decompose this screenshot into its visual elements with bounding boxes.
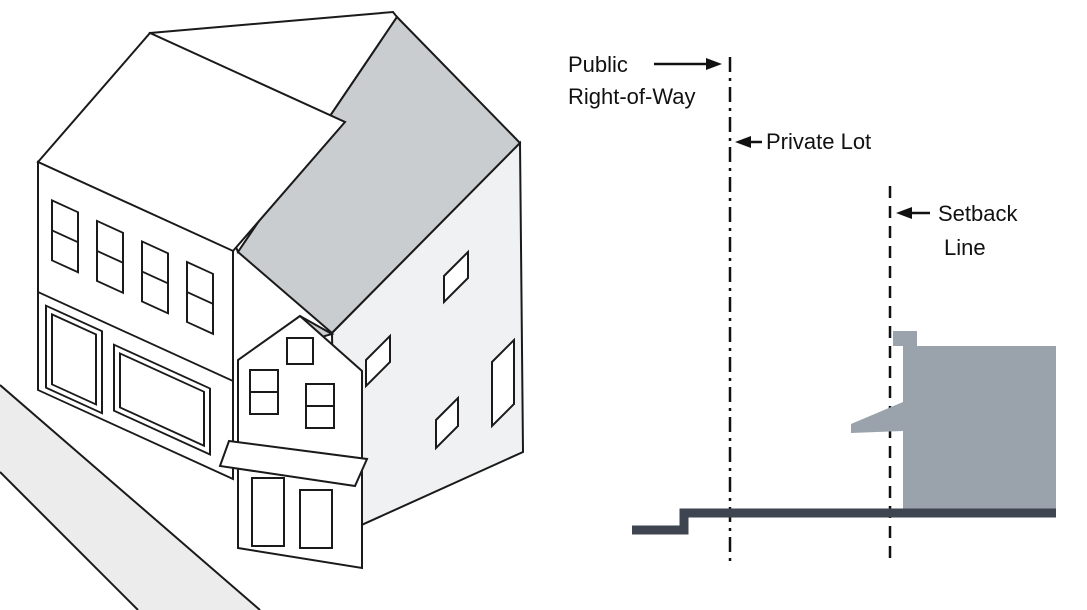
display-window-inner — [119, 351, 205, 448]
upper-window-sash — [52, 229, 78, 244]
storefront-facade — [37, 160, 234, 481]
side-wall-window — [443, 249, 469, 305]
public-row-label-line2: Right-of-Way — [568, 84, 696, 109]
upper-window-sash — [187, 290, 213, 305]
storefront-floor-divider — [38, 291, 233, 382]
building-awning — [851, 402, 903, 433]
upper-window-sash — [97, 249, 123, 264]
house-door — [251, 477, 285, 547]
side-wall-door — [491, 337, 515, 429]
arrow-right-icon — [706, 58, 722, 70]
isometric-illustration — [0, 10, 525, 610]
side-wall-window — [435, 395, 459, 451]
private-lot-label: Private Lot — [766, 129, 871, 154]
house-lower-window — [299, 489, 333, 549]
house-attic-window — [286, 337, 314, 365]
setback-diagram: Public Right-of-Way Private Lot Setback … — [568, 52, 1056, 563]
street-curb-line-upper — [0, 384, 261, 610]
storefront-entry-inner — [51, 312, 97, 406]
side-wall-window — [365, 333, 391, 389]
public-row-label-line1: Public — [568, 52, 628, 77]
arrow-left-icon — [896, 207, 912, 219]
setback-label-line1: Setback — [938, 201, 1018, 226]
building-silhouette — [893, 331, 1056, 513]
street-curb-line-lower — [0, 471, 139, 610]
setback-label-line2: Line — [944, 235, 986, 260]
arrow-left-icon — [735, 136, 751, 148]
upper-window-sash — [142, 270, 168, 285]
ground-line — [632, 508, 1056, 535]
house-awning — [218, 439, 369, 488]
